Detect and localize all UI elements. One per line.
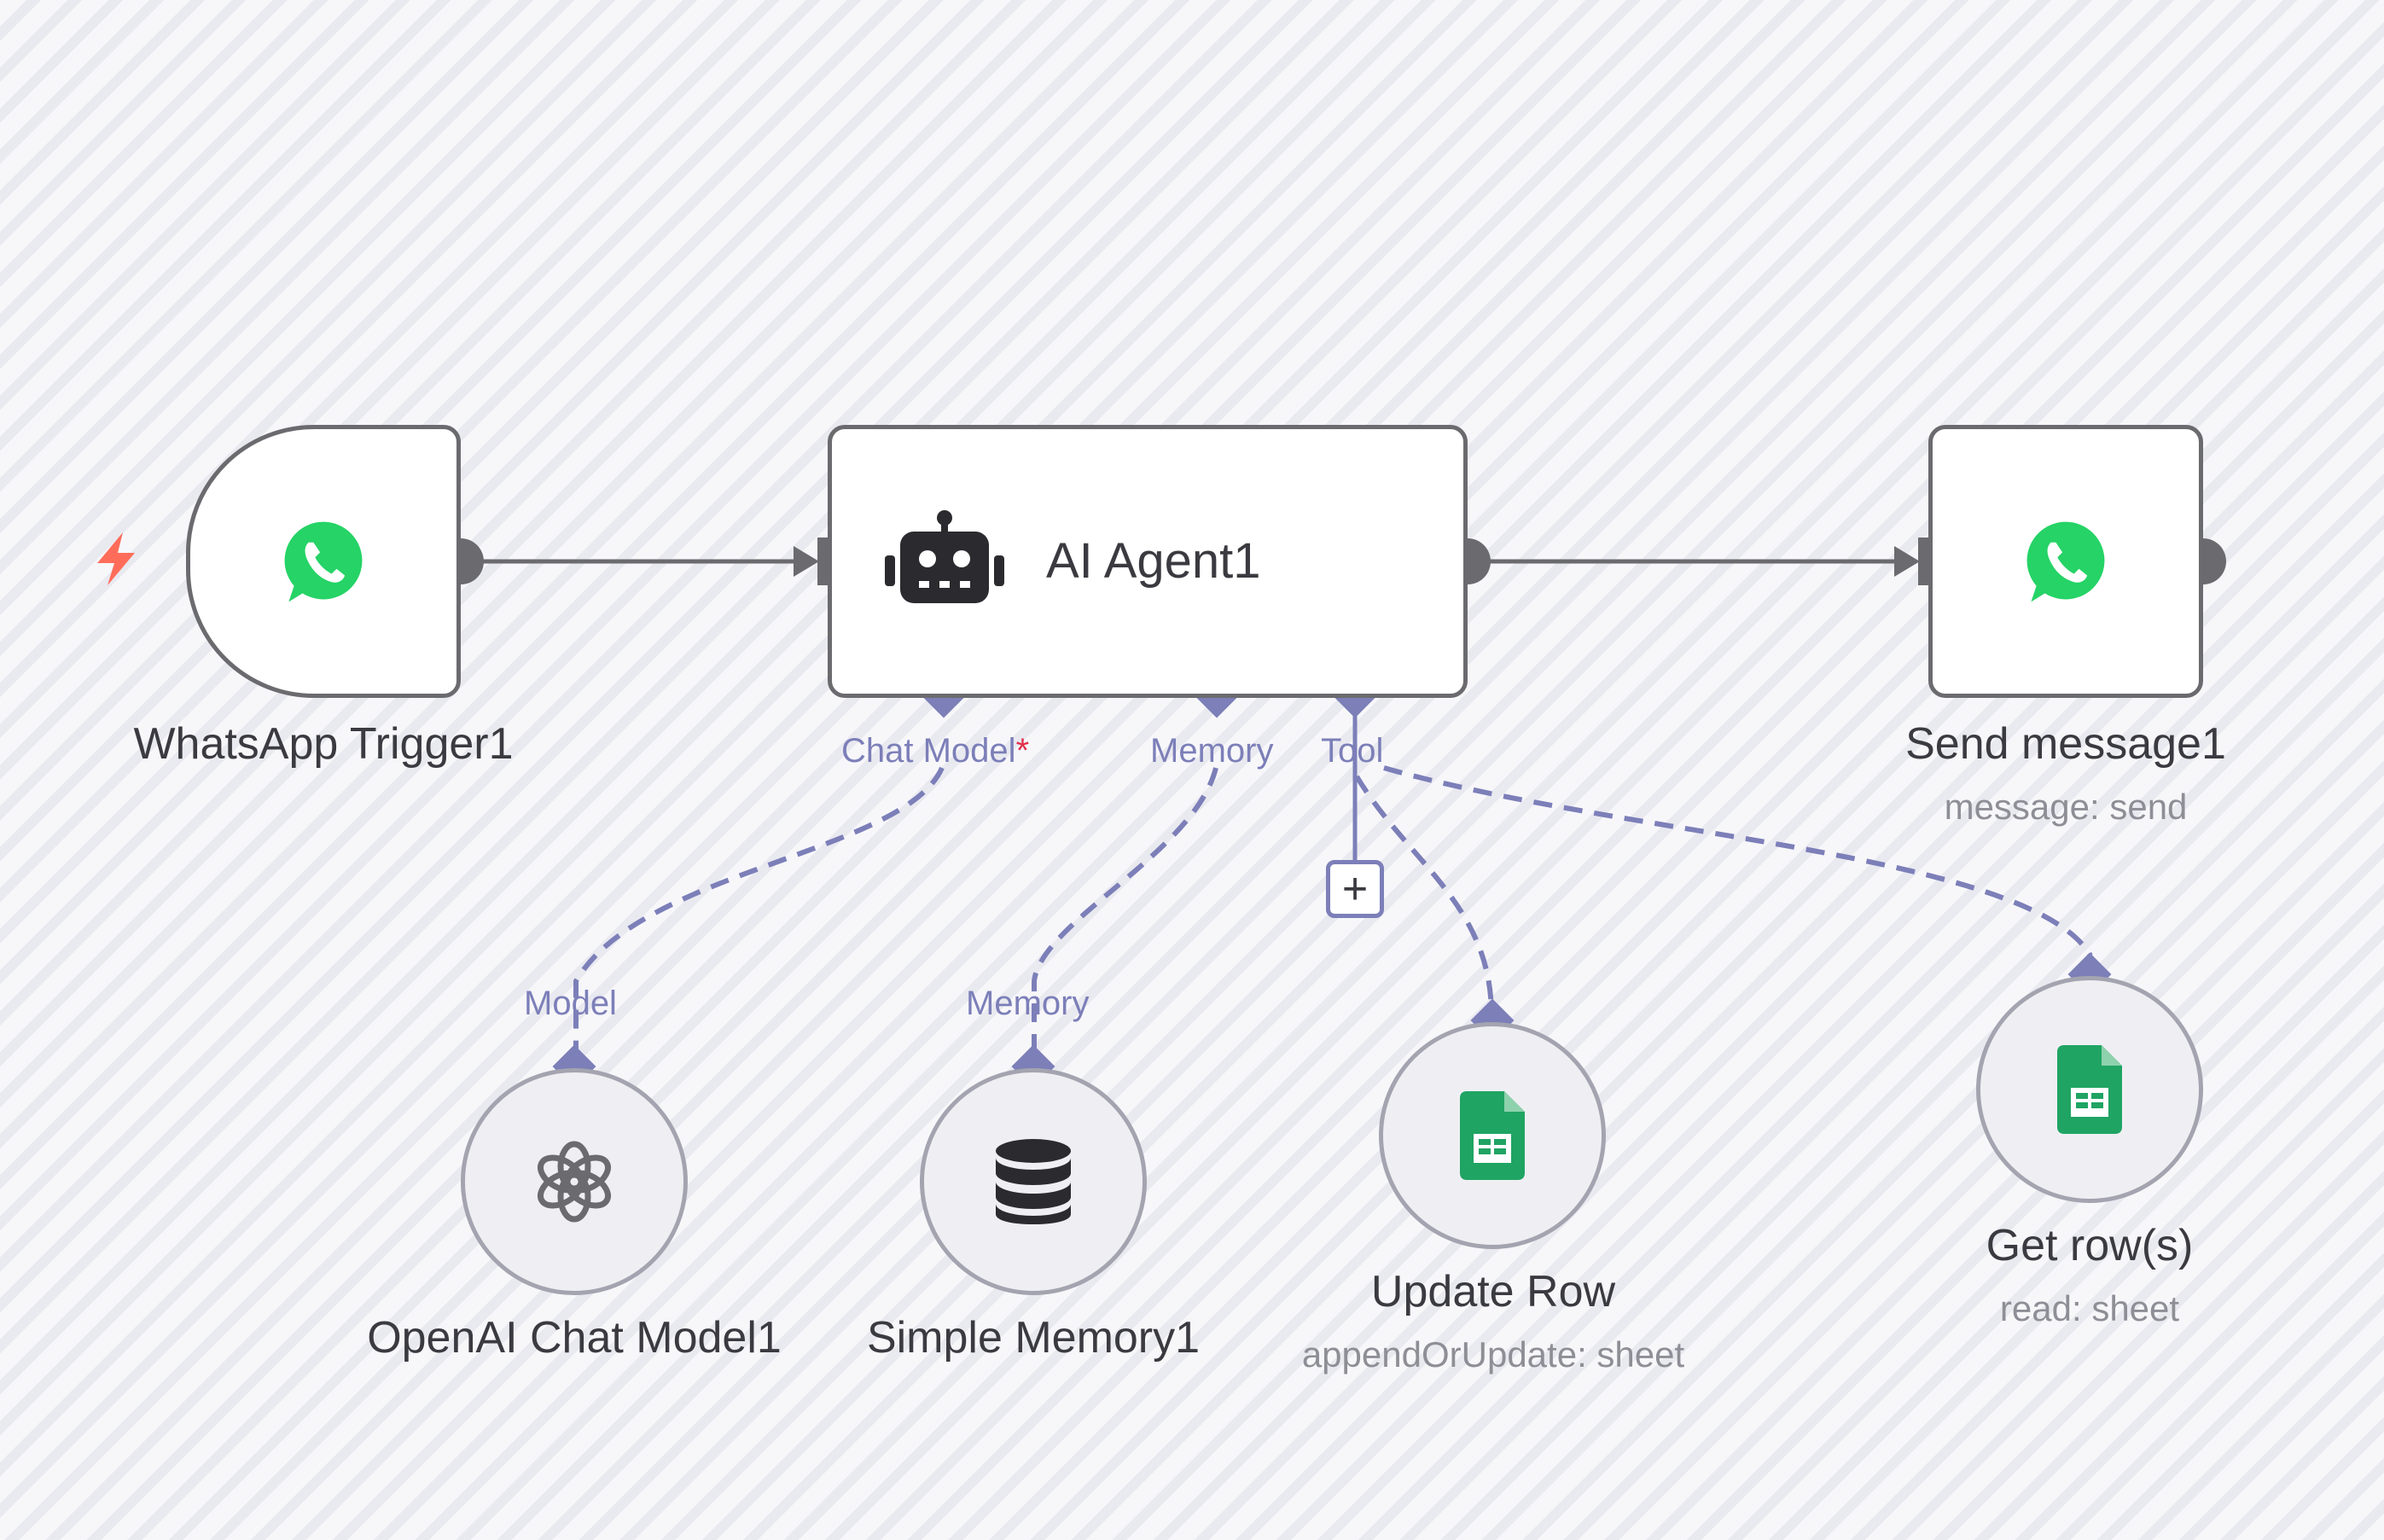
node-ai-agent[interactable]: [828, 425, 1468, 698]
node-title-ai-agent: AI Agent1: [1046, 533, 1261, 589]
whatsapp-icon: [2015, 511, 2117, 613]
node-send-message[interactable]: [1928, 425, 2203, 698]
handle-label-model: Model: [524, 985, 617, 1022]
handle-label-chat-model: Chat Model*: [841, 732, 1030, 770]
node-subtitle-send-message: message: send: [1944, 787, 2188, 827]
node-subtitle-update-row: appendOrUpdate: sheet: [1301, 1334, 1685, 1374]
handle-label-tool: Tool: [1321, 732, 1384, 770]
edge-memory[interactable]: [1032, 767, 1218, 1058]
node-title-openai-chat-model: OpenAI Chat Model1: [367, 1313, 782, 1363]
edge-tool-update-row[interactable]: [1354, 775, 1494, 1016]
node-get-rows[interactable]: [1976, 976, 2203, 1203]
add-tool-button[interactable]: +: [1326, 860, 1384, 918]
node-update-row[interactable]: [1379, 1022, 1606, 1249]
node-openai-chat-model[interactable]: [461, 1068, 688, 1295]
openai-icon: [523, 1130, 625, 1233]
database-icon: [982, 1130, 1084, 1233]
main-edge-agent-to-send[interactable]: [1468, 546, 1920, 577]
node-title-send-message: Send message1: [1905, 719, 2226, 769]
whatsapp-icon: [272, 511, 375, 613]
handle-label-simple-memory: Memory: [966, 985, 1090, 1022]
google-sheets-icon: [2038, 1038, 2141, 1141]
robot-icon: [885, 509, 1004, 612]
trigger-bolt-icon: [97, 532, 135, 585]
node-title-simple-memory: Simple Memory1: [866, 1313, 1201, 1363]
edge-tool-get-rows[interactable]: [1383, 765, 2093, 957]
handle-label-memory: Memory: [1150, 732, 1274, 770]
edge-chat-model[interactable]: [573, 766, 945, 1058]
node-whatsapp-trigger[interactable]: [186, 425, 461, 698]
node-simple-memory[interactable]: [920, 1068, 1147, 1295]
google-sheets-icon: [1441, 1084, 1544, 1187]
node-subtitle-get-rows: read: sheet: [1999, 1288, 2180, 1328]
main-edge-trigger-to-agent[interactable]: [461, 546, 819, 577]
node-title-update-row: Update Row: [1370, 1267, 1616, 1316]
node-title-get-rows: Get row(s): [1986, 1221, 2194, 1270]
node-title-whatsapp-trigger: WhatsApp Trigger1: [133, 719, 514, 769]
